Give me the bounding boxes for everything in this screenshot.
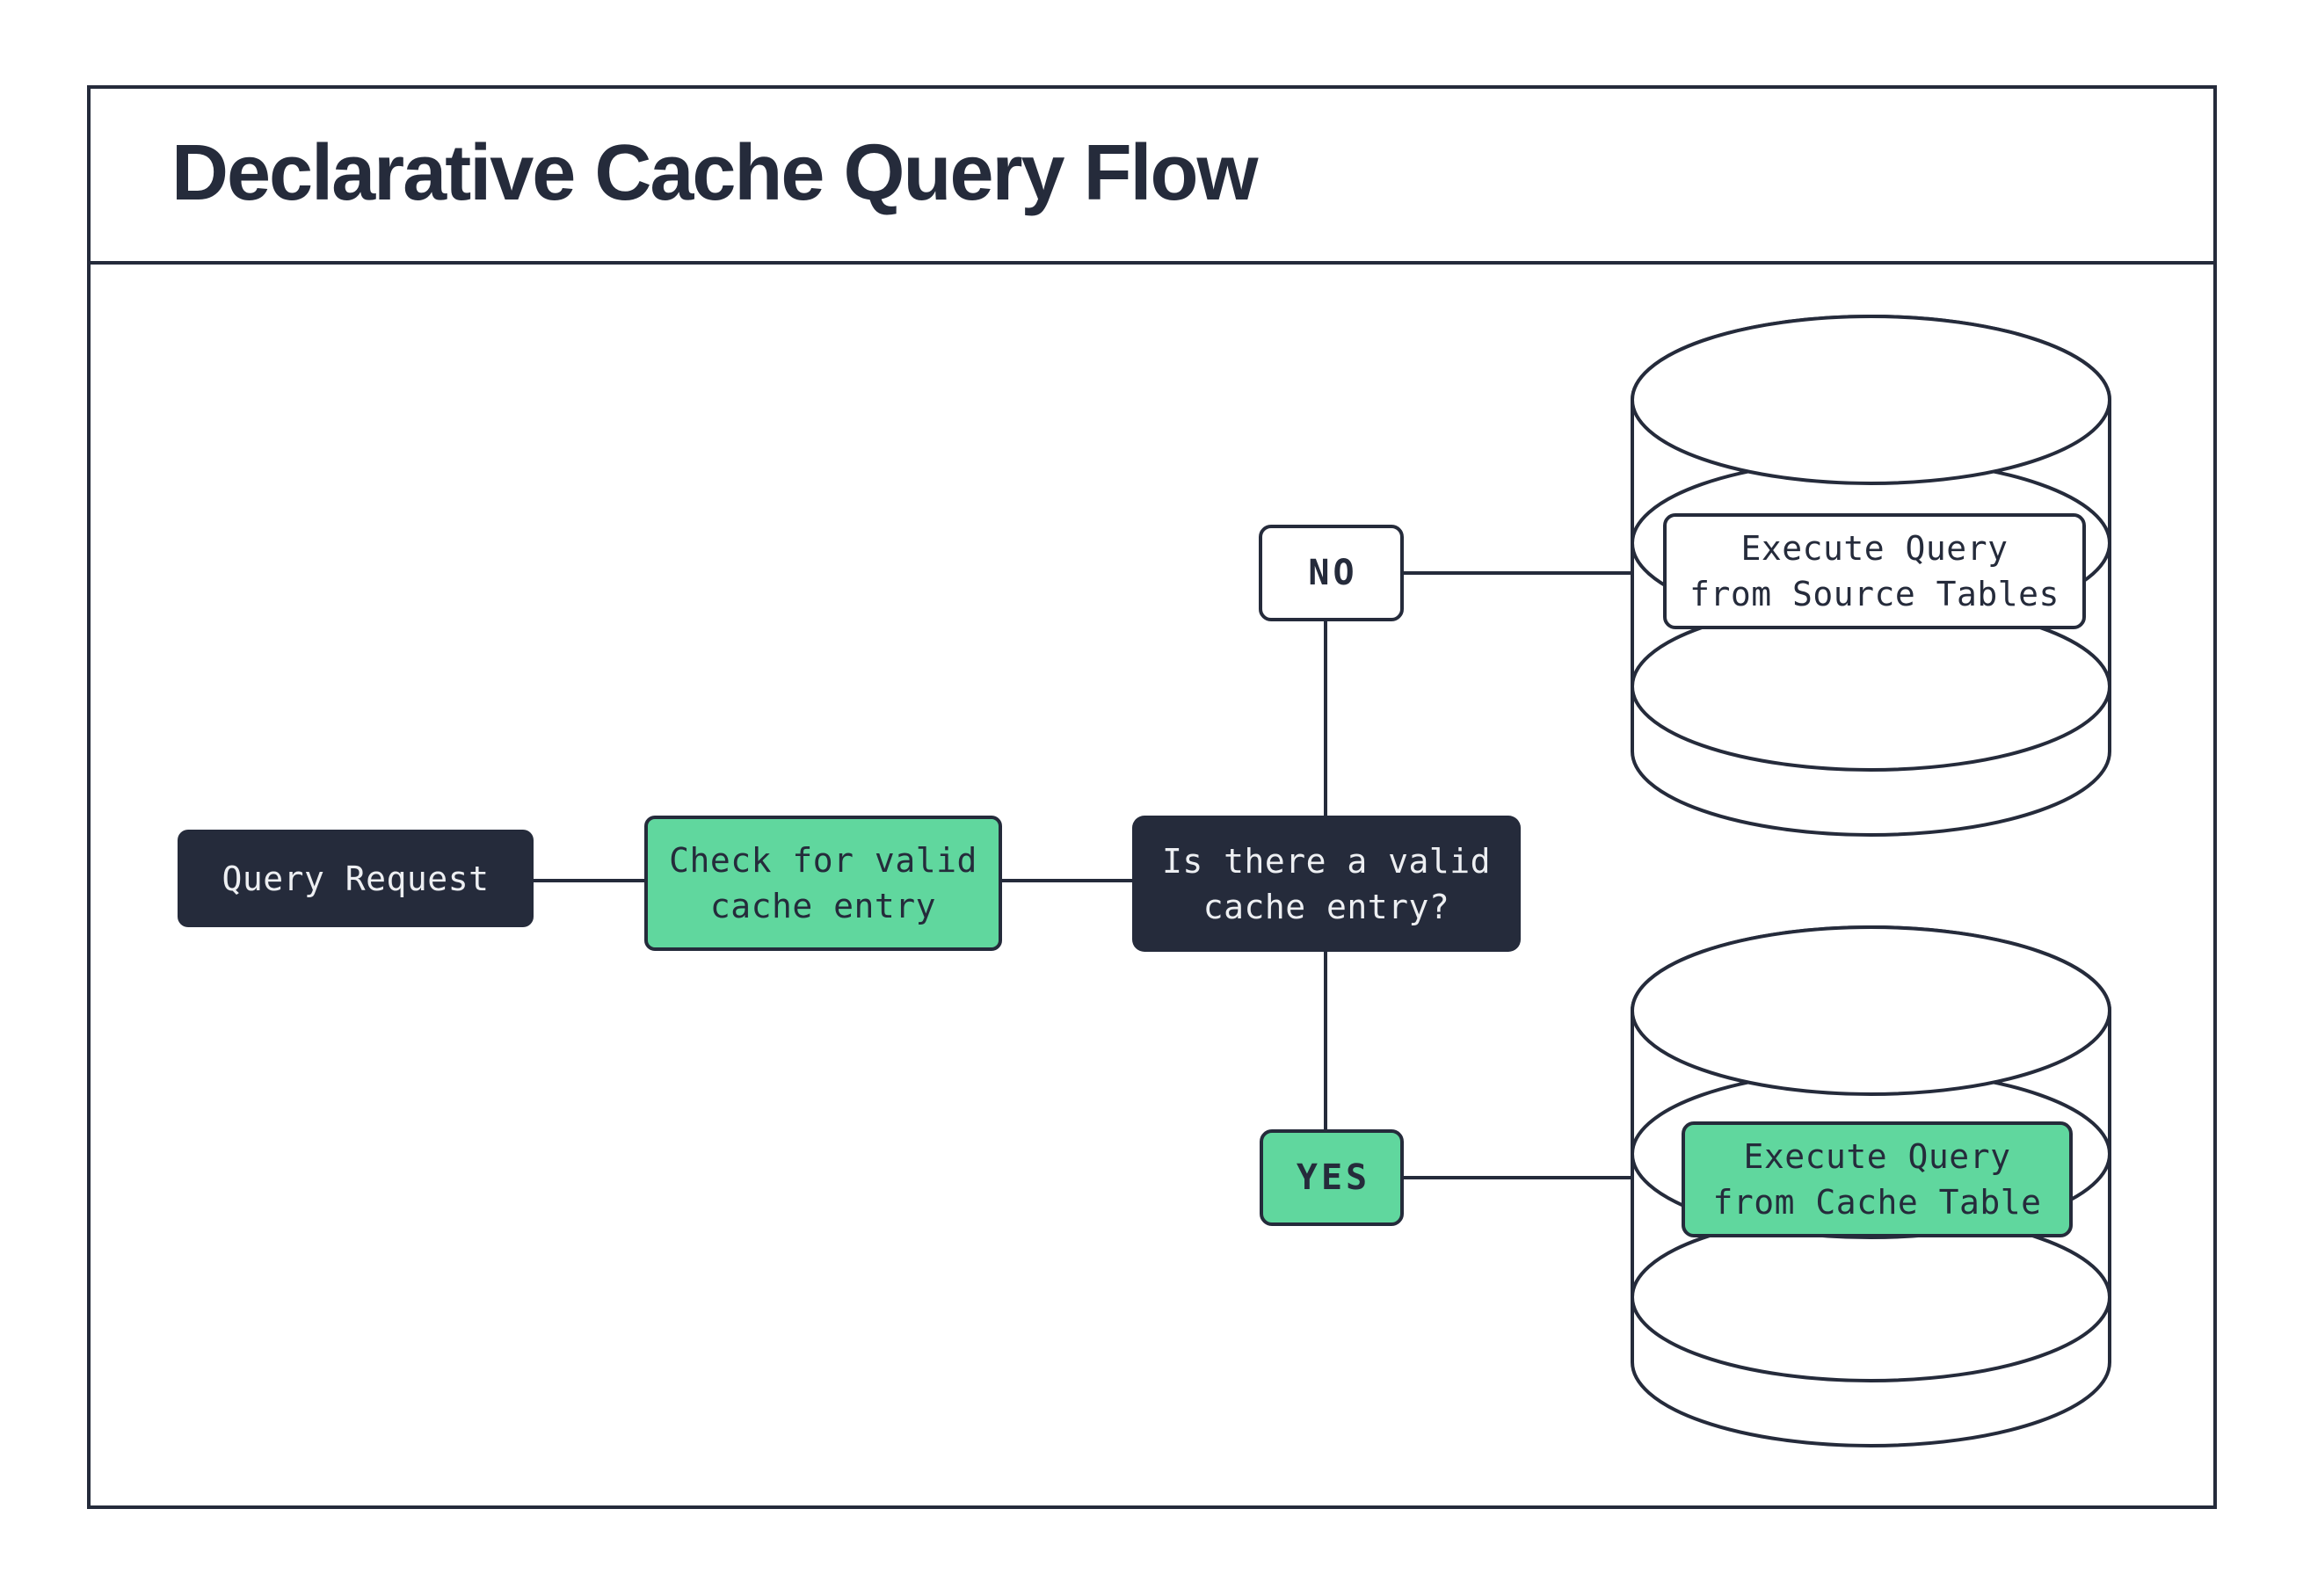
node-execute-source-tables: Execute Query from Source Tables <box>1663 513 2086 629</box>
edge-decision-to-yes <box>1324 952 1327 1129</box>
edge-check-to-decision <box>1002 879 1132 882</box>
node-execute-cache-table: Execute Query from Cache Table <box>1682 1121 2073 1237</box>
diagram-title: Declarative Cache Query Flow <box>171 128 1259 217</box>
edge-label-no: NO <box>1259 525 1404 621</box>
node-query-request: Query Request <box>178 830 534 927</box>
edge-decision-to-no <box>1324 621 1327 816</box>
diagram-frame <box>87 85 2217 1509</box>
title-separator-line <box>91 261 2213 265</box>
edge-label-yes: YES <box>1260 1129 1404 1226</box>
edge-yes-to-cache-db <box>1404 1176 1631 1179</box>
node-decision-valid-cache: Is there a valid cache entry? <box>1132 816 1521 952</box>
edge-request-to-check <box>534 879 644 882</box>
node-check-cache: Check for valid cache entry <box>644 816 1002 951</box>
edge-no-to-source-db <box>1404 571 1631 575</box>
